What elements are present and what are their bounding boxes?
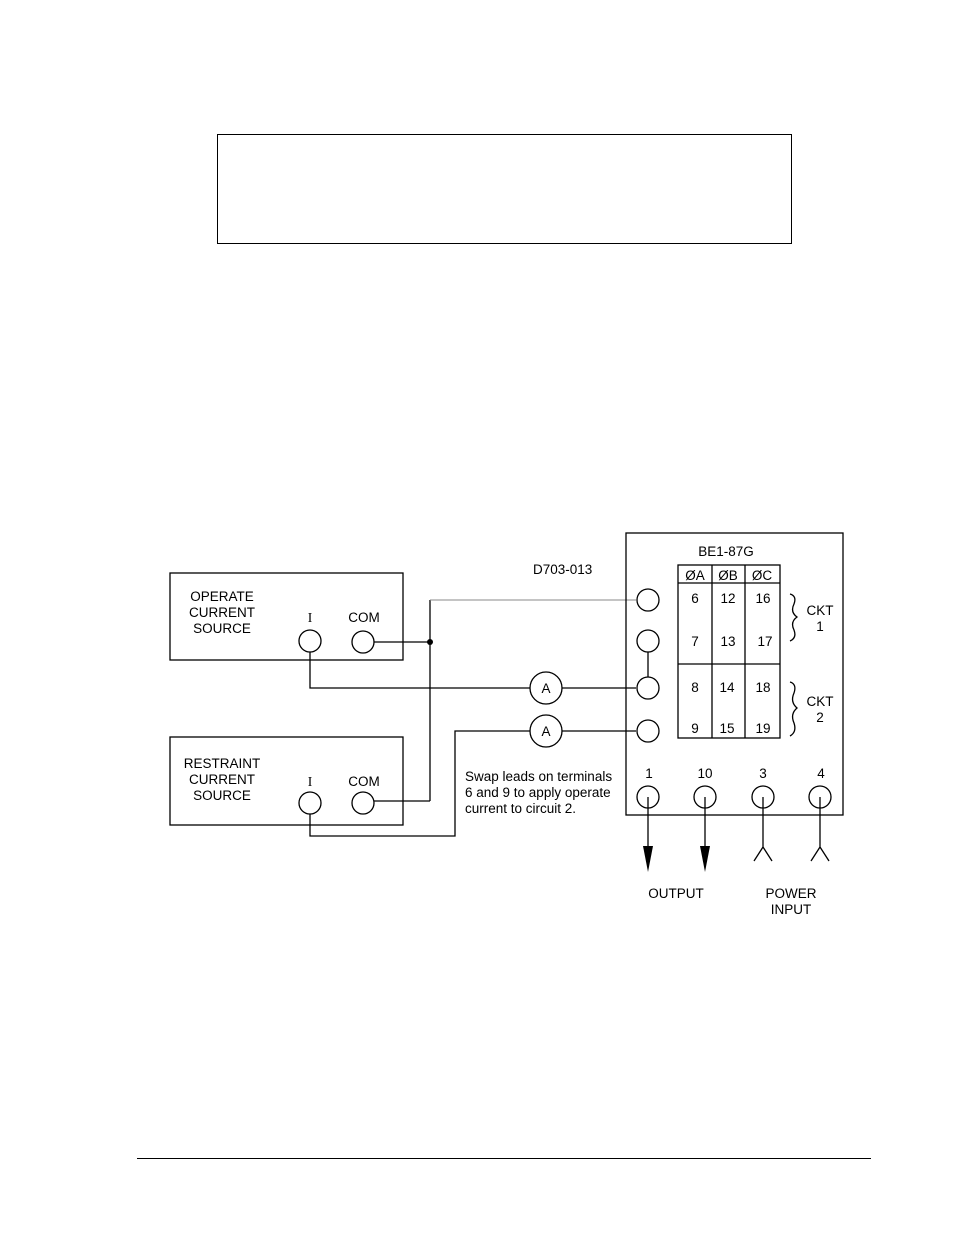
operate-i-terminal — [298, 629, 322, 653]
operate-source-label-1: OPERATE — [190, 589, 254, 604]
operate-com-label: COM — [348, 610, 380, 625]
restraint-source-label-3: SOURCE — [193, 788, 251, 803]
ckt2-label-2: 2 — [816, 710, 824, 725]
terminal-8-circle — [636, 676, 660, 700]
terminal-4-label: 4 — [817, 766, 825, 781]
terminal-number: 6 — [691, 591, 699, 606]
note-line-2: 6 and 9 to apply operate — [465, 785, 611, 800]
operate-ammeter: A — [529, 671, 563, 705]
operate-i-wire — [309, 652, 530, 689]
operate-i-label: I — [308, 610, 313, 625]
power-fork-4-icon — [810, 797, 830, 862]
operate-ammeter-label: A — [541, 681, 550, 696]
ckt1-label-2: 1 — [816, 619, 824, 634]
operate-current-source: OPERATE CURRENT SOURCE I COM — [169, 572, 404, 661]
phase-header-a: ØA — [685, 568, 705, 583]
power-fork-3-icon — [753, 797, 773, 862]
operate-source-label-2: CURRENT — [189, 605, 255, 620]
phase-header-b: ØB — [718, 568, 738, 583]
restraint-i-terminal — [298, 791, 322, 815]
ckt2-label-1: CKT — [807, 694, 834, 709]
relay-be1-87g: BE1-87G ØA ØB ØC 6 12 16 7 13 17 8 14 18… — [625, 532, 844, 816]
note-line-3: current to circuit 2. — [465, 801, 576, 816]
restraint-com-label: COM — [348, 774, 380, 789]
restraint-i-wire — [309, 730, 530, 837]
swap-leads-note: Swap leads on terminals 6 and 9 to apply… — [465, 769, 612, 816]
operate-source-label-3: SOURCE — [193, 621, 251, 636]
power-input-label-1: POWER — [765, 886, 816, 901]
operate-com-terminal — [351, 630, 375, 654]
terminal-number: 17 — [757, 634, 772, 649]
notice-box — [217, 134, 792, 244]
relay-title: BE1-87G — [698, 544, 754, 559]
terminal-number: 18 — [755, 680, 770, 695]
restraint-com-terminal — [351, 791, 375, 815]
com-junction-dot — [427, 639, 433, 645]
diagram-id: D703-013 — [533, 562, 592, 577]
terminal-3-label: 3 — [759, 766, 767, 781]
restraint-current-source: RESTRAINT CURRENT SOURCE I COM — [169, 736, 404, 826]
terminal-number: 12 — [720, 591, 735, 606]
terminal-number: 15 — [719, 721, 734, 736]
phase-header-c: ØC — [752, 568, 773, 583]
terminal-table: ØA ØB ØC 6 12 16 7 13 17 8 14 18 9 15 19 — [677, 564, 781, 739]
ckt1-brace — [789, 593, 799, 642]
output-label: OUTPUT — [648, 886, 704, 901]
output-arrow-10-icon — [700, 846, 710, 872]
footer-rule — [137, 1158, 871, 1159]
note-line-1: Swap leads on terminals — [465, 769, 612, 784]
output-arrow-1-icon — [643, 846, 653, 872]
output-arrows — [643, 797, 710, 872]
restraint-source-label-1: RESTRAINT — [184, 756, 261, 771]
restraint-source-label-2: CURRENT — [189, 772, 255, 787]
terminal-6-circle — [636, 588, 660, 612]
restraint-ammeter-label: A — [541, 724, 550, 739]
terminal-10-label: 10 — [697, 766, 712, 781]
ckt2-brace — [789, 681, 798, 737]
power-input-label-2: INPUT — [771, 902, 812, 917]
terminal-number: 8 — [691, 680, 699, 695]
ckt1-label-1: CKT — [807, 603, 834, 618]
terminal-number: 7 — [691, 634, 699, 649]
terminal-number: 19 — [755, 721, 770, 736]
restraint-i-label: I — [308, 774, 313, 789]
restraint-ammeter: A — [529, 714, 563, 748]
terminal-number: 13 — [720, 634, 735, 649]
terminal-9-circle — [636, 719, 660, 743]
power-input-forks — [753, 797, 830, 862]
terminal-number: 14 — [719, 680, 735, 695]
terminal-1-label: 1 — [645, 766, 653, 781]
terminal-7-circle — [636, 629, 660, 653]
terminal-number: 9 — [691, 721, 699, 736]
terminal-number: 16 — [755, 591, 770, 606]
